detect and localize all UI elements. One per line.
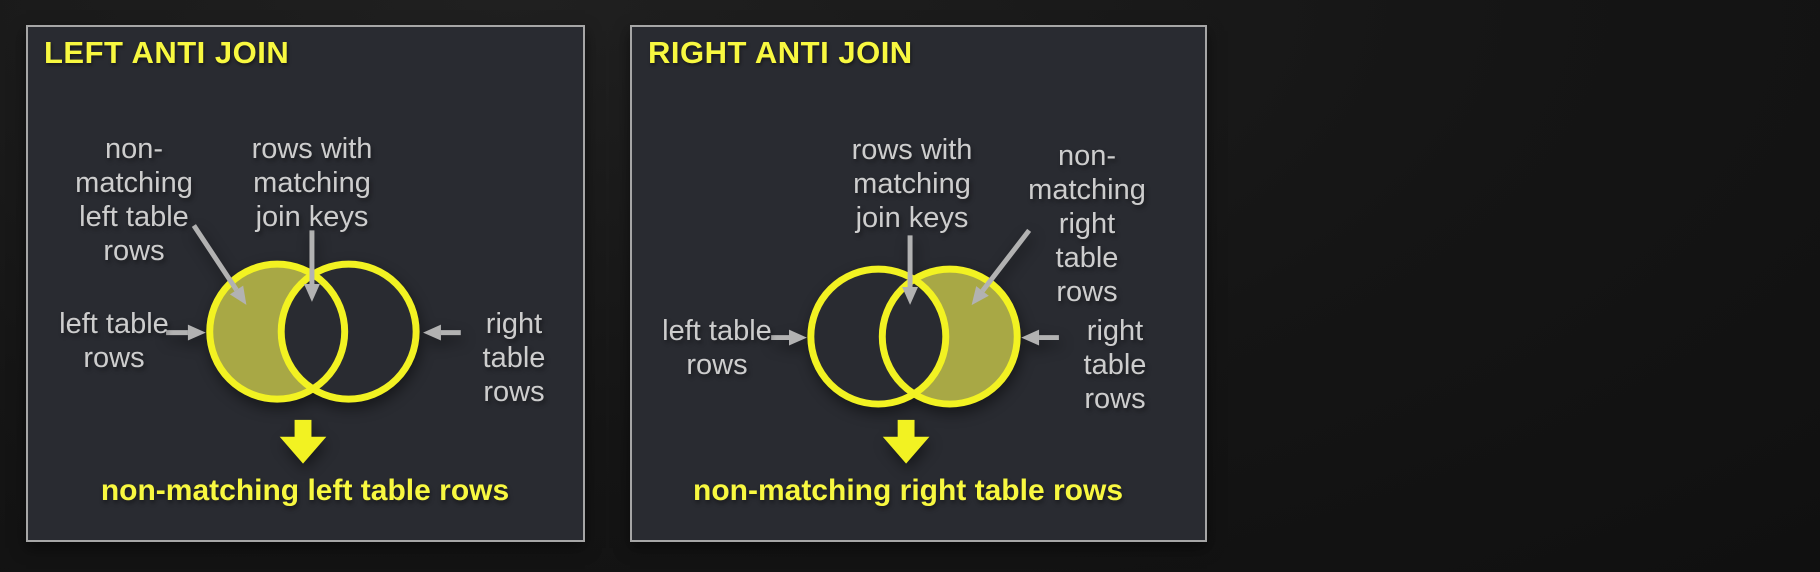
venn-diagram-left-anti [166,224,461,464]
label-non-matching-left: non- matching left table rows [75,133,193,267]
venn-diagram-right-anti [771,228,1059,464]
left-circle-outline [807,265,950,408]
result-caption: non-matching left table rows [100,474,510,507]
label-matching-keys: rows with matching join keys [851,134,973,234]
right-circle-outline [878,265,1021,408]
panel-title: LEFT ANTI JOIN [44,35,290,70]
result-caption: non-matching right table rows [692,474,1124,507]
label-right-table: right table rows [482,308,546,408]
label-matching-keys: rows with matching join keys [251,133,373,233]
arrow-to-crescent [971,228,1032,306]
right-anti-join-panel: RIGHT ANTI JOIN rows with matching join … [630,25,1207,542]
panel-title: RIGHT ANTI JOIN [648,35,913,70]
label-non-matching-right: non- matching right table rows [1028,140,1146,308]
left-anti-join-panel: LEFT ANTI JOIN non- matching left table … [26,25,585,542]
label-right-table: right table rows [1083,315,1147,415]
down-arrow [882,419,930,464]
label-left-table: left table rows [662,315,772,381]
left-circle-outline [206,260,349,403]
arrow-to-crescent [191,224,247,305]
label-left-table: left table rows [59,308,169,374]
right-circle-outline [277,260,420,403]
down-arrow [279,419,327,464]
